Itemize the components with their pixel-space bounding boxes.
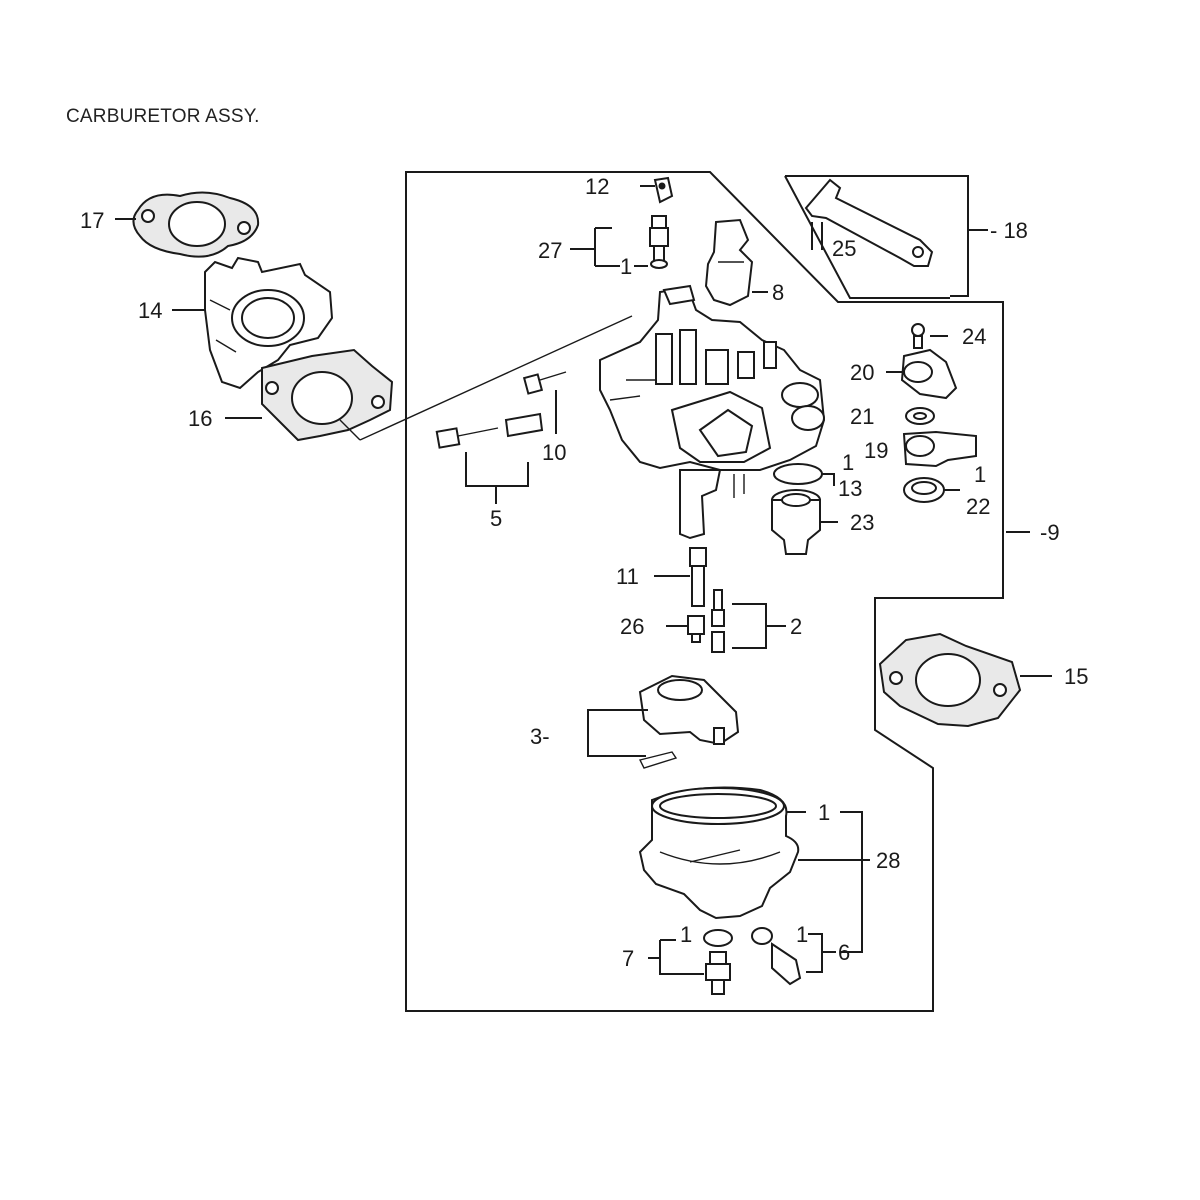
- callout-15: 15: [1064, 664, 1088, 689]
- part-5-pilot-screw: [435, 412, 544, 449]
- callout-6: 6: [838, 940, 850, 965]
- callout-11: 11: [616, 564, 639, 589]
- part-2-needle: [711, 589, 725, 653]
- callout-22: 22: [966, 494, 990, 519]
- callout-16: 16: [188, 406, 212, 431]
- part-19-spring: [902, 430, 977, 468]
- callout-24: 24: [962, 324, 986, 349]
- part-11-jet-tube: [689, 547, 707, 607]
- callout-27: 27: [538, 238, 562, 263]
- callout-13: 13: [838, 476, 862, 501]
- callout-7: 7: [622, 946, 634, 971]
- part-7-drain-bolt: [703, 929, 733, 995]
- callout-26: 26: [620, 614, 644, 639]
- callout-19: 19: [864, 438, 888, 463]
- callout-23: 23: [850, 510, 874, 535]
- callout-1-b: 1: [974, 462, 986, 487]
- callout-10: 10: [542, 440, 566, 465]
- part-15-gasket: [878, 632, 1022, 728]
- assembly-boundary-line: [405, 171, 1004, 1012]
- callout-14: 14: [138, 298, 162, 323]
- part-20-cap: [900, 348, 958, 400]
- part-12-fitting: [653, 176, 674, 204]
- carburetor-body: [599, 284, 826, 540]
- callout-28: 28: [876, 848, 900, 873]
- part-6-screw: [751, 927, 802, 986]
- callout-21: 21: [850, 404, 874, 429]
- part-18-lever: [804, 178, 934, 267]
- part-24-screw: [911, 323, 925, 349]
- part-13-oring: [773, 463, 823, 485]
- part-14-insulator: [204, 256, 334, 390]
- bracket-18: [785, 175, 988, 297]
- callout-18: - 18: [990, 218, 1028, 243]
- diagram-title: CARBURETOR ASSY.: [66, 106, 260, 127]
- part-10-screw: [522, 371, 567, 395]
- callout-20: 20: [850, 360, 874, 385]
- callout-12: 12: [585, 174, 609, 199]
- part-8-cover: [704, 218, 754, 307]
- part-23-bushing: [771, 489, 821, 555]
- part-21-washer: [905, 407, 935, 425]
- callout-5: 5: [490, 506, 502, 531]
- callout-25: 25: [832, 236, 856, 261]
- callout-1-c: 1: [842, 450, 854, 475]
- callout-1-a: 1: [620, 254, 632, 279]
- callout-8: 8: [772, 280, 784, 305]
- callout-9: -9: [1040, 520, 1060, 545]
- part-17-gasket: [132, 191, 260, 258]
- part-26-jet: [687, 615, 705, 643]
- callout-2: 2: [790, 614, 802, 639]
- callout-17: 17: [80, 208, 104, 233]
- callout-3: 3-: [530, 724, 550, 749]
- part-16-gasket: [261, 348, 394, 442]
- callout-1-d: 1: [818, 800, 830, 825]
- part-28-float-bowl: [638, 786, 800, 920]
- callout-1-f: 1: [796, 922, 808, 947]
- part-27-plug: [649, 215, 669, 269]
- part-22-seal: [903, 477, 945, 503]
- callout-1-e: 1: [680, 922, 692, 947]
- part-3-float: [638, 674, 740, 769]
